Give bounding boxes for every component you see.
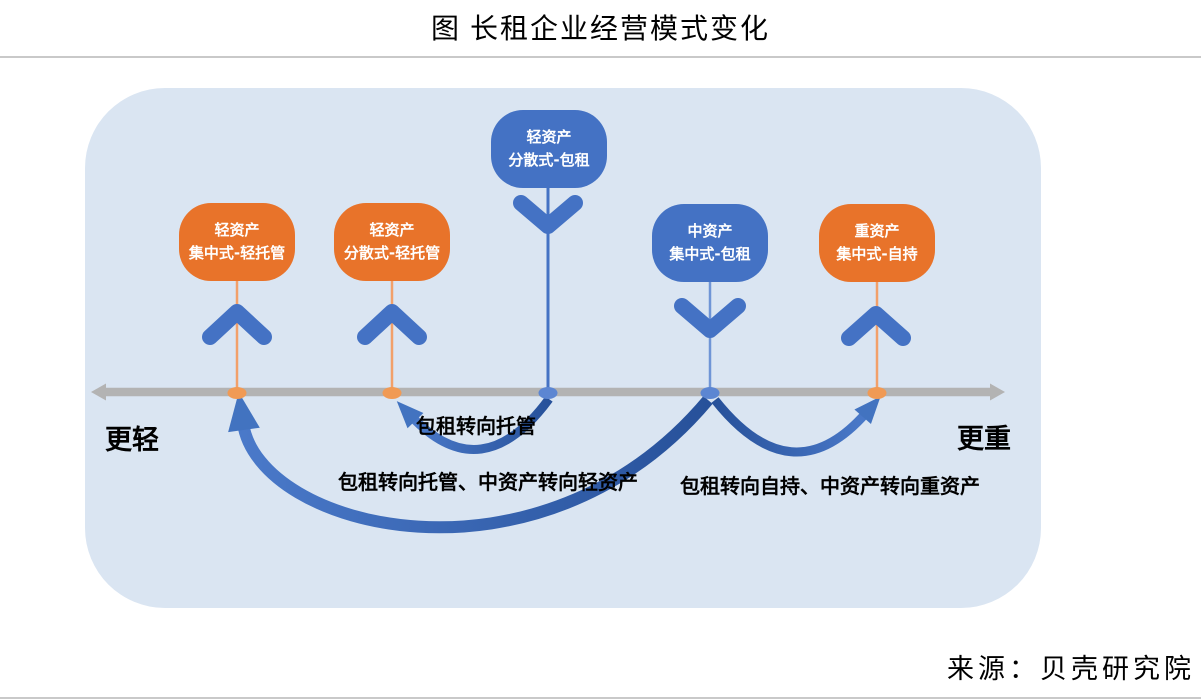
direction-chevrons (202, 195, 911, 346)
node-operating-mode: 分散式-轻托管 (343, 244, 441, 262)
node-asset-type: 轻资产 (369, 221, 415, 239)
node-asset-type: 重资产 (854, 222, 900, 240)
axis-right-arrow-icon (990, 383, 1005, 401)
node-asset-type: 轻资产 (526, 128, 572, 146)
transition-label-rent-to-trusteeship: 包租转向托管 (416, 414, 536, 438)
node-operating-mode: 集中式-自持 (836, 245, 918, 263)
node-operating-mode: 集中式-包租 (669, 245, 751, 263)
axis-dot-node5 (867, 387, 887, 399)
node-light-decentralized-trusteeship: 轻资产 分散式-轻托管 (334, 203, 450, 281)
node-medium-centralized-rent: 中资产 集中式-包租 (652, 204, 768, 282)
axis-dot-node2 (382, 387, 402, 399)
chevron-up-icon-node1 (202, 304, 272, 345)
axis-dot-node3 (538, 387, 558, 399)
node-asset-type: 中资产 (687, 222, 733, 240)
transition-label-rent-to-trusteeship-medium-to-light: 包租转向托管、中资产转向轻资产 (338, 470, 638, 494)
axis-dots (227, 387, 887, 399)
axis-dot-node1 (227, 387, 247, 399)
arc-rent-to-selfhold-medium-to-heavy (711, 396, 881, 457)
axis-label-heavier: 更重 (957, 424, 1011, 455)
node-operating-mode: 集中式-轻托管 (188, 244, 286, 262)
arc-rent-to-trusteeship-medium-to-light (228, 392, 713, 534)
chevron-down-icon-node4 (674, 298, 746, 338)
node-operating-mode: 分散式-包租 (508, 151, 590, 169)
node-asset-type: 轻资产 (214, 221, 260, 239)
transition-arrows (228, 392, 881, 534)
chevron-down-icon-node3 (513, 195, 583, 234)
node-light-decentralized-rent: 轻资产 分散式-包租 (491, 110, 607, 188)
source-note: 来源：贝壳研究院 (947, 654, 1195, 684)
top-divider-line (0, 56, 1201, 58)
transition-label-rent-to-selfhold-medium-to-heavy: 包租转向自持、中资产转向重资产 (680, 474, 980, 498)
chevron-up-icon-node5 (841, 306, 911, 346)
arc-rent-to-trusteeship (396, 396, 553, 454)
node-light-centralized-trusteeship: 轻资产 集中式-轻托管 (179, 203, 295, 281)
chevron-up-icon-node2 (357, 304, 427, 345)
axis-label-lighter: 更轻 (105, 425, 159, 456)
bottom-divider-line (0, 697, 1201, 699)
axis-dot-node4 (700, 387, 720, 399)
axis-left-arrow-icon (91, 383, 106, 401)
node-heavy-centralized-selfhold: 重资产 集中式-自持 (819, 204, 935, 282)
figure-title: 图 长租企业经营模式变化 (430, 14, 770, 45)
